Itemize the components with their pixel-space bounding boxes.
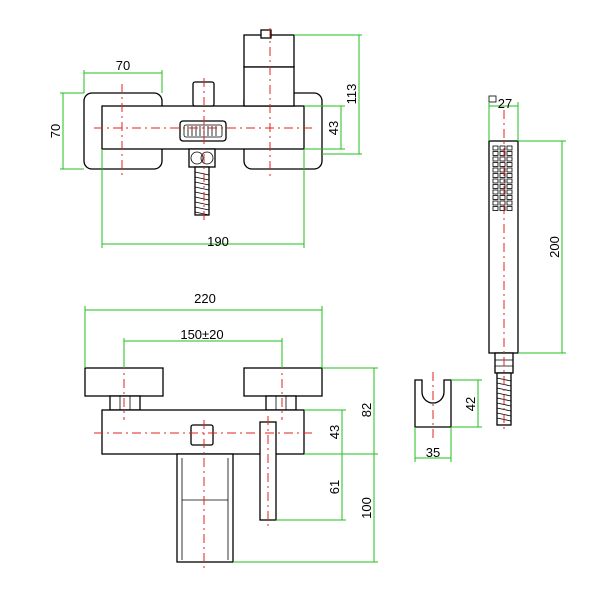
nozzle (506, 189, 513, 195)
dim-height-label: 82 (359, 403, 374, 417)
dim-handle-height-label: 70 (48, 124, 63, 138)
dim-total-width-label: 220 (194, 291, 216, 306)
grille-inner (183, 124, 223, 138)
nozzle (506, 151, 513, 156)
top-view: 70 70 43 113 190 (48, 28, 362, 249)
shower-holder: 42 35 (414, 372, 482, 462)
dim-front-body-height-label: 43 (327, 425, 342, 439)
nozzle (506, 156, 513, 162)
nozzle (506, 162, 513, 167)
nozzle-grid (492, 145, 513, 211)
nozzle (506, 173, 513, 178)
top-knob-lower (243, 66, 295, 107)
grille-frame (179, 120, 227, 142)
dim-body-height-label: 43 (326, 121, 341, 135)
nozzle (499, 184, 506, 189)
nozzle (499, 200, 506, 206)
nozzle (506, 167, 513, 173)
nozzle (499, 145, 506, 151)
nozzle (499, 151, 506, 156)
nozzle (499, 162, 506, 167)
front-diverter (190, 424, 214, 446)
hose-connector (188, 148, 216, 168)
nozzle (492, 195, 499, 200)
dim-holder-height-label: 42 (463, 397, 478, 411)
nozzle (492, 151, 499, 156)
nozzle (506, 178, 513, 184)
nozzle (492, 167, 499, 173)
nozzle (492, 162, 499, 167)
dim-shower-length-label: 200 (547, 236, 562, 258)
nozzle (499, 156, 506, 162)
top-knob-upper (243, 34, 295, 68)
nozzle (492, 178, 499, 184)
dim-spout-label: 61 (327, 480, 342, 494)
nozzle (499, 173, 506, 178)
front-right-handle (243, 367, 323, 397)
nozzle (492, 173, 499, 178)
front-spout (176, 453, 234, 563)
nozzle (492, 184, 499, 189)
dim-holder-width-label: 35 (426, 445, 440, 460)
holder-body (414, 379, 452, 428)
nozzle (506, 195, 513, 200)
nozzle (506, 200, 513, 206)
nozzle (499, 189, 506, 195)
hose-coils (194, 171, 210, 216)
front-right-nut (265, 395, 297, 411)
dim-shower-width-label: 27 (498, 96, 512, 111)
top-knob-cap (260, 29, 272, 39)
nozzle (506, 184, 513, 189)
nozzle (506, 145, 513, 151)
nozzle (499, 167, 506, 173)
dim-depth-label: 100 (359, 497, 374, 519)
nozzle (492, 156, 499, 162)
dim-centers-label: 150±20 (180, 327, 223, 342)
nozzle (499, 178, 506, 184)
nozzle (499, 206, 506, 211)
dim-handle-width-label: 70 (116, 58, 130, 73)
hand-shower-top-cap (488, 95, 497, 103)
nozzle (492, 206, 499, 211)
dim-body-width-label: 190 (207, 234, 229, 249)
nozzle (499, 195, 506, 200)
dim-total-height-label: 113 (344, 84, 359, 105)
front-left-nut (109, 395, 141, 411)
nozzle (492, 145, 499, 151)
nozzle (506, 206, 513, 211)
front-view: 220 150±20 43 82 61 100 (84, 291, 378, 572)
nozzle (492, 189, 499, 195)
hand-shower: 27 200 (488, 95, 566, 430)
nozzle (492, 200, 499, 206)
